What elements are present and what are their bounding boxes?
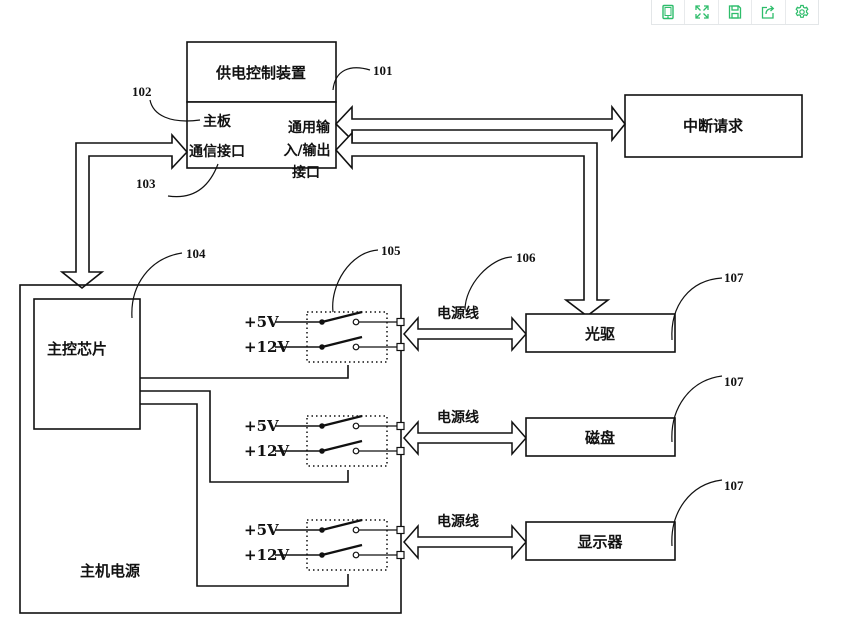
voltage-label: +12V [244,442,289,460]
switch-contact [352,551,360,559]
switch-blade [321,414,363,428]
interrupt-request-box [624,94,803,158]
switch-group-2: +5V +12V [244,414,405,467]
connector-terminal [396,342,405,352]
save-button[interactable] [719,0,753,24]
ref-105: 105 [381,243,401,258]
switch-contact [352,318,360,326]
control-line-1 [140,365,349,379]
save-icon [728,5,742,19]
main-chip-box [33,298,141,430]
power-line-arrow [403,420,527,456]
gpio-label-line3: 接口 [292,164,320,181]
leader-106 [464,256,513,311]
motherboard-label: 主板 [203,113,232,130]
toolbar [651,0,819,25]
switch-box [306,519,388,571]
leader-104 [131,252,183,319]
device-label: 显示器 [577,533,623,551]
main-chip-label: 主控芯片 [47,340,107,358]
switch-group-3: +5V +12V [244,518,405,571]
tablet-view-button[interactable] [652,0,686,24]
share-button[interactable] [752,0,786,24]
leader-105 [332,249,379,313]
gear-icon [795,4,809,18]
comm-bus-arrow [59,132,189,290]
connector-terminal [396,550,405,560]
switch-blade [321,518,363,532]
voltage-label: +5V [244,313,279,331]
control-line-2 [140,390,349,483]
device-label: 光驱 [584,325,615,343]
voltage-label: +5V [244,417,279,435]
ref-101: 101 [373,63,393,78]
gpio-drive-bus-arrow [334,130,611,318]
power-control-device-label: 供电控制装置 [215,64,306,82]
device-ref: 107 [724,478,744,493]
connector-terminal [396,317,405,327]
power-line-arrow [403,524,527,560]
share-icon [762,5,775,19]
leader-102 [149,99,201,122]
device-ref: 107 [724,374,744,389]
settings-button[interactable] [786,0,818,24]
tablet-icon [662,4,674,20]
control-line-3 [140,403,349,587]
leader-107c [671,479,723,547]
interrupt-request-label: 中断请求 [683,117,744,135]
connector-terminal [396,446,405,456]
switch-contact [352,526,360,534]
switch-box [306,311,388,363]
leader-107b [671,375,723,443]
device-ref: 107 [724,270,744,285]
host-power-label: 主机电源 [80,562,140,580]
voltage-label: +12V [244,338,289,356]
leader-101 [332,67,371,91]
ref-102: 102 [132,84,152,99]
ref-103: 103 [136,176,156,191]
gpio-label-line2: 入/输出 [283,142,330,159]
switch-contact [352,343,360,351]
device-box [525,521,676,561]
interrupt-bus-arrow [334,104,627,143]
switch-contact [352,422,360,430]
gpio-label-line1: 通用输 [288,119,331,136]
voltage-label: +12V [244,546,289,564]
device-box [525,313,676,353]
connector-terminal [396,525,405,535]
power-line-label: 电源线 [437,305,479,322]
switch-box [306,415,388,467]
expand-icon [694,5,709,19]
voltage-label: +5V [244,521,279,539]
power-control-device-box [186,41,337,103]
comm-interface-label: 通信接口 [189,143,245,160]
ref-104: 104 [186,246,206,261]
power-line-arrow [403,316,527,352]
motherboard-box [186,101,337,169]
leader-103 [167,163,219,198]
switch-blade [321,439,363,453]
fullscreen-button[interactable] [685,0,719,24]
leader-107a [671,277,723,341]
switch-blade [321,335,363,349]
switch-blade [321,310,363,324]
device-label: 磁盘 [585,429,615,447]
power-line-label: 电源线 [437,513,479,530]
power-line-label: 电源线 [437,409,479,426]
connector-terminal [396,421,405,431]
ref-106: 106 [516,250,536,265]
switch-group-1: +5V +12V [244,310,405,363]
switch-contact [352,447,360,455]
switch-blade [321,543,363,557]
device-box [525,417,676,457]
